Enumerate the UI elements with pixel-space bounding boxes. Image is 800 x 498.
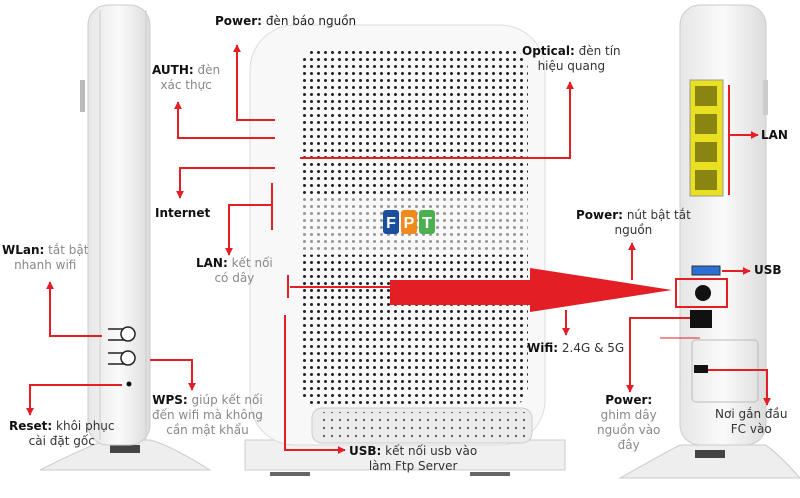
label-desc: nhanh wifi: [14, 258, 77, 272]
router-left-side: [39, 4, 212, 471]
label-internet: Internet: [155, 206, 210, 221]
label-key: Optical:: [522, 44, 575, 58]
label-desc: cần mật khẩu: [166, 423, 249, 437]
svg-text:F: F: [386, 215, 396, 232]
svg-text:P: P: [404, 215, 415, 232]
label-desc: khôi phục: [56, 419, 115, 433]
label-key: Wifi:: [527, 341, 559, 355]
label-desc: đèn tín: [578, 44, 621, 58]
svg-text:T: T: [422, 215, 432, 232]
label-lan-ports: LAN: [761, 128, 788, 143]
fpt-logo: F P T: [383, 210, 435, 234]
wps-button: [108, 350, 136, 366]
label-desc: xác thực: [160, 78, 212, 92]
label-wifi: Wifi: 2.4G & 5G: [527, 341, 624, 356]
label-desc: nguồn: [614, 223, 653, 237]
label-key: USB: [754, 263, 782, 277]
label-key: Power:: [576, 208, 623, 222]
label-usb-port: USB: [754, 263, 782, 278]
label-desc: đến wifi mà không: [152, 408, 263, 422]
power-button-highlight: [675, 278, 728, 308]
label-key: LAN: [761, 128, 788, 142]
callout-lines: [26, 44, 771, 454]
label-desc: nút bật tắt: [626, 208, 691, 222]
label-key: WPS:: [152, 393, 188, 407]
label-desc: làm Ftp Server: [368, 459, 458, 473]
label-key: LAN:: [196, 256, 228, 270]
label-power-led: Power: đèn báo nguồn: [215, 14, 356, 29]
label-desc: đây: [617, 438, 640, 452]
lan-ports: [689, 79, 724, 197]
label-desc: nguồn vào: [597, 423, 661, 437]
label-desc: đèn báo nguồn: [265, 14, 357, 28]
label-key: Power:: [605, 393, 653, 407]
label-desc: ghim dây: [600, 408, 657, 422]
label-key: AUTH:: [152, 63, 194, 77]
power-button: [695, 285, 711, 301]
label-desc: FC vào: [730, 422, 772, 436]
router-front: [244, 24, 566, 476]
label-key: WLan:: [2, 243, 45, 257]
label-desc: kết nối: [231, 256, 273, 270]
label-desc: có dây: [214, 271, 255, 285]
label-key: Reset:: [9, 419, 53, 433]
label-desc: Nơi gắn đầu: [715, 407, 788, 421]
label-desc: giúp kết nối: [191, 393, 263, 407]
wlan-button: [108, 326, 136, 342]
power-jack: [690, 310, 712, 328]
reset-hole: [126, 381, 132, 387]
label-key: Internet: [155, 206, 211, 220]
label-desc: tắt bật: [48, 243, 89, 257]
label-desc: kết nối usb vào: [385, 444, 478, 458]
router-right-side: [618, 4, 800, 479]
fc-port: [694, 365, 708, 373]
label-key: USB:: [349, 444, 382, 458]
label-desc: cài đặt gốc: [28, 434, 95, 448]
label-desc: hiệu quang: [537, 59, 606, 73]
label-key: Power:: [215, 14, 262, 28]
usb-port: [691, 265, 721, 276]
label-desc: đèn: [197, 63, 221, 77]
label-desc: 2.4G & 5G: [561, 341, 625, 355]
big-arrow: [390, 268, 672, 312]
